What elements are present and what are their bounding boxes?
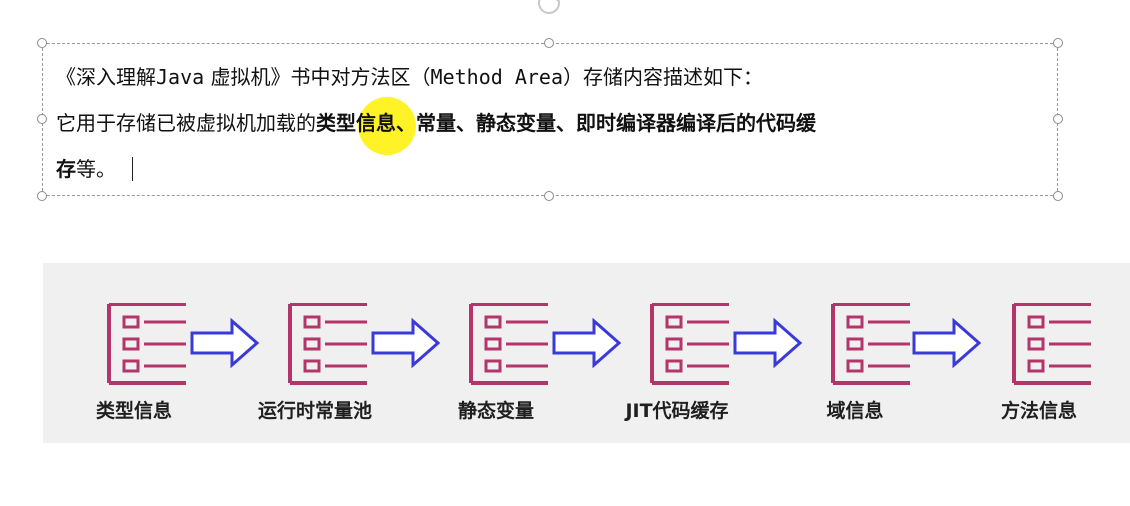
text-line-3: 存等。	[56, 156, 116, 182]
list-icon	[831, 303, 910, 385]
text-run: 等。	[76, 157, 116, 181]
text-run: 虚拟机》书中对方法区（	[204, 65, 431, 89]
text-line-1: 《深入理解Java 虚拟机》书中对方法区（Method Area）存储内容描述如…	[56, 64, 763, 90]
list-icon	[650, 303, 729, 385]
right-arrow-icon	[733, 318, 803, 368]
resize-handle-bottom-middle[interactable]	[544, 191, 554, 201]
resize-handle-top-right[interactable]	[1053, 38, 1063, 48]
resize-handle-top-left[interactable]	[37, 38, 47, 48]
right-arrow-icon	[912, 318, 982, 368]
text-run-java: Java	[156, 65, 205, 89]
text-run-bold: 存	[56, 157, 76, 181]
text-run: ）存储内容描述如下：	[562, 65, 763, 89]
text-line-2: 它用于存储已被虚拟机加载的类型信息、常量、静态变量、即时编译器编译后的代码缓	[56, 110, 816, 136]
rotate-handle-icon[interactable]	[538, 0, 560, 14]
step-label: 方法信息	[1000, 400, 1077, 422]
resize-handle-middle-right[interactable]	[1053, 114, 1063, 124]
step-label: 类型信息	[95, 400, 172, 422]
text-run: 《深入理解	[56, 65, 156, 89]
list-icon	[1012, 303, 1091, 385]
step-label: JIT代码缓存	[625, 400, 729, 422]
text-run: 它用于存储已被虚拟机加载的	[56, 111, 316, 135]
list-icon	[107, 303, 186, 385]
step-label: 域信息	[826, 400, 884, 422]
resize-handle-bottom-left[interactable]	[37, 191, 47, 201]
right-arrow-icon	[552, 318, 622, 368]
list-icon	[288, 303, 367, 385]
text-cursor	[132, 157, 133, 181]
step-label: 运行时常量池	[257, 400, 372, 422]
resize-handle-bottom-right[interactable]	[1053, 191, 1063, 201]
resize-handle-middle-left[interactable]	[37, 114, 47, 124]
right-arrow-icon	[371, 318, 441, 368]
step-label: 静态变量	[457, 400, 534, 422]
text-run-bold: 类型信息、常量、静态变量、即时编译器编译后的代码缓	[316, 111, 816, 135]
resize-handle-top-middle[interactable]	[544, 38, 554, 48]
text-run-method-area: Method Area	[430, 65, 563, 89]
list-icon	[469, 303, 548, 385]
right-arrow-icon	[190, 318, 260, 368]
laser-pointer-highlight	[358, 97, 416, 155]
